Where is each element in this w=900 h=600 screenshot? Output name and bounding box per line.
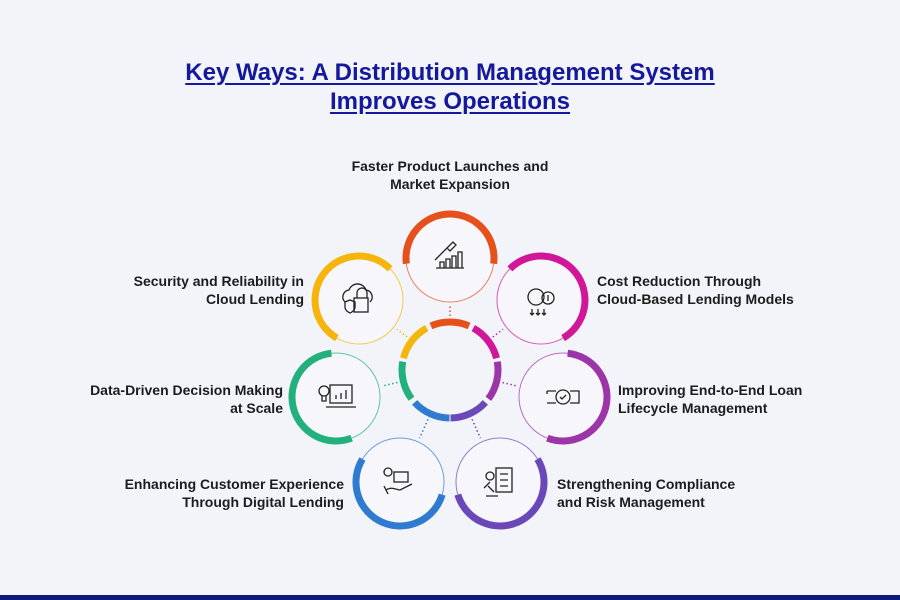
title-line-2: Improves Operations <box>329 88 571 115</box>
label-data-driven: Data-Driven Decision Making at Scale <box>90 381 283 417</box>
hub-segment <box>400 324 429 360</box>
label-line: Cost Reduction Through <box>597 273 762 289</box>
checklist-gavel-icon <box>483 467 513 497</box>
hub-segment <box>450 399 488 422</box>
label-line: Faster Product Launches and <box>351 158 549 174</box>
node-arc <box>546 349 611 445</box>
label-line: Improving End-to-End Loan <box>618 382 803 398</box>
bulb-analytics-icon <box>318 384 356 408</box>
node-arc <box>402 210 498 265</box>
label-line: Cloud Lending <box>206 291 304 307</box>
label-line: Enhancing Customer Experience <box>124 476 344 492</box>
label-line: and Risk Management <box>557 494 705 510</box>
label-line: at Scale <box>230 400 283 416</box>
cloud-lock-shield-icon <box>342 283 373 314</box>
connector-dots <box>396 328 408 338</box>
label-security: Security and Reliability in Cloud Lending <box>134 272 304 308</box>
page-title: Key Ways: A Distribution Management Syst… <box>0 58 900 116</box>
node-arc <box>288 349 353 445</box>
hub-segment <box>471 324 500 360</box>
node-arc <box>454 457 548 530</box>
connector-dots <box>502 381 517 387</box>
label-line: Strengthening Compliance <box>557 476 736 492</box>
rocket-growth-chart-icon <box>434 241 464 269</box>
hub-segment <box>485 361 502 401</box>
connector-dots <box>492 328 504 338</box>
connector-dots <box>382 381 398 387</box>
label-compliance: Strengthening Compliance and Risk Managem… <box>557 475 735 511</box>
label-line: Lifecycle Management <box>618 400 768 416</box>
node-arc <box>311 252 393 342</box>
title-line-1: Key Ways: A Distribution Management Syst… <box>185 59 715 86</box>
node-arc <box>352 457 446 530</box>
label-line: Security and Reliability in <box>133 273 304 289</box>
label-line: Through Digital Lending <box>182 494 344 510</box>
hub-segment <box>398 360 415 401</box>
label-line: Cloud-Based Lending Models <box>597 291 794 307</box>
node-arc <box>507 252 589 342</box>
gear-workflow-icon <box>546 389 580 405</box>
gear-dollar-down-icon <box>527 288 555 316</box>
hub-segment <box>412 399 450 422</box>
connector-dots <box>471 419 482 439</box>
connector-dots <box>418 419 429 439</box>
footer-bar <box>0 595 900 600</box>
hand-code-gear-icon <box>383 467 413 495</box>
label-line: Data-Driven Decision Making <box>90 382 283 398</box>
hub-segment <box>429 318 471 330</box>
label-line: Market Expansion <box>390 176 510 192</box>
